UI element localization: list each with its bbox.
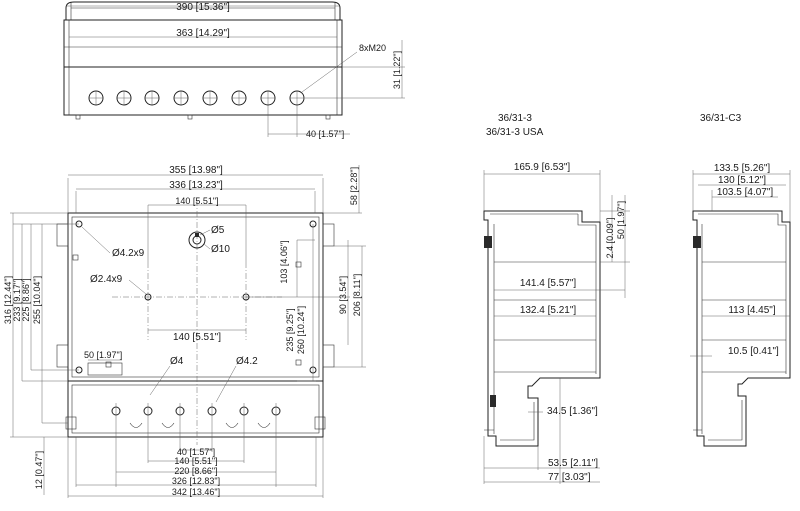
dim-front-316: 316 [12.44"] xyxy=(3,276,13,324)
dim-front-355: 355 [13.98"] xyxy=(169,165,223,176)
dim-front-225: 225 [8.86"] xyxy=(21,278,31,321)
dim-front-12: 12 [0.47"] xyxy=(34,451,44,489)
label-hole-d5: Ø5 xyxy=(211,225,225,236)
dim-b-113: 113 [4.45"] xyxy=(728,305,776,316)
dim-front-326: 326 [12.83"] xyxy=(172,476,220,486)
label-hole-d42: Ø4.2 xyxy=(236,356,258,367)
dim-front-220: 220 [8.66"] xyxy=(174,466,217,476)
dim-a-77: 77 [3.03"] xyxy=(548,472,591,483)
dim-top-thread: 8xM20 xyxy=(359,43,386,53)
section-b-title: 36/31-C3 xyxy=(700,113,742,124)
section-a-title-1: 36/31-3 xyxy=(498,113,532,124)
front-view: 355 [13.98"] 336 [13.23"] 140 [5.51"] 58… xyxy=(3,165,366,498)
label-hole-d10: Ø10 xyxy=(211,244,230,255)
label-hole-42x9: Ø4.2x9 xyxy=(112,248,145,259)
cable-gland-holes xyxy=(88,90,305,106)
section-a-title-2: 36/31-3 USA xyxy=(486,127,544,138)
dim-front-140-bottom: 140 [5.51"] xyxy=(174,456,217,466)
label-hole-d4: Ø4 xyxy=(170,356,184,367)
dim-front-40-bottom: 40 [1.57"] xyxy=(177,447,215,457)
dim-a-34: 34.5 [1.36"] xyxy=(547,406,598,417)
dim-front-50: 50 [1.97"] xyxy=(84,350,122,360)
dim-front-103: 103 [4.06"] xyxy=(279,240,289,283)
dim-a-53: 53.5 [2.11"] xyxy=(548,458,598,469)
dim-front-342: 342 [13.46"] xyxy=(172,487,220,497)
dim-a-132: 132.4 [5.21"] xyxy=(520,305,577,316)
section-36-31-c3: 36/31-C3 133.5 [5.26"] 130 [5.12"] 103.5… xyxy=(690,113,791,447)
top-view: 390 [15.36"] 363 [14.29"] 8xM20 31 [1.22… xyxy=(63,1,405,139)
lower-holes xyxy=(111,403,281,419)
dim-top-31: 31 [1.22"] xyxy=(392,51,402,89)
dim-a-141: 141.4 [5.57"] xyxy=(520,278,577,289)
dim-front-140-top: 140 [5.51"] xyxy=(175,196,218,206)
dim-a-24: 2.4 [0.09"] xyxy=(605,218,615,259)
dim-b-103: 103.5 [4.07"] xyxy=(717,187,774,198)
dim-front-233: 233 [9.17"] xyxy=(12,278,22,321)
dim-front-260: 260 [10.24"] xyxy=(296,306,306,354)
dim-b-133: 133.5 [5.26"] xyxy=(714,163,771,174)
dim-top-363: 363 [14.29"] xyxy=(176,28,230,39)
dim-front-58: 58 [2.28"] xyxy=(349,167,359,205)
section-36-31-3: 36/31-3 36/31-3 USA 165.9 [6.53"] 2.4 [0… xyxy=(483,113,630,484)
dim-b-130: 130 [5.12"] xyxy=(718,175,766,186)
label-hole-24x9: Ø2.4x9 xyxy=(90,274,123,285)
dim-b-105: 10.5 [0.41"] xyxy=(728,346,779,357)
dim-front-90: 90 [3.54"] xyxy=(338,276,348,314)
dim-front-255: 255 [10.04"] xyxy=(32,276,42,324)
dim-a-50: 50 [1.97"] xyxy=(616,201,626,239)
dim-front-206: 206 [8.11"] xyxy=(352,274,362,317)
dim-front-336: 336 [13.23"] xyxy=(169,180,223,191)
dim-top-390: 390 [15.36"] xyxy=(176,2,230,13)
dim-front-235: 235 [9.25"] xyxy=(285,308,295,351)
dim-a-165: 165.9 [6.53"] xyxy=(514,162,571,173)
dim-top-40: 40 [1.57"] xyxy=(306,129,344,139)
dim-front-140-mid: 140 [5.51"] xyxy=(173,332,221,343)
